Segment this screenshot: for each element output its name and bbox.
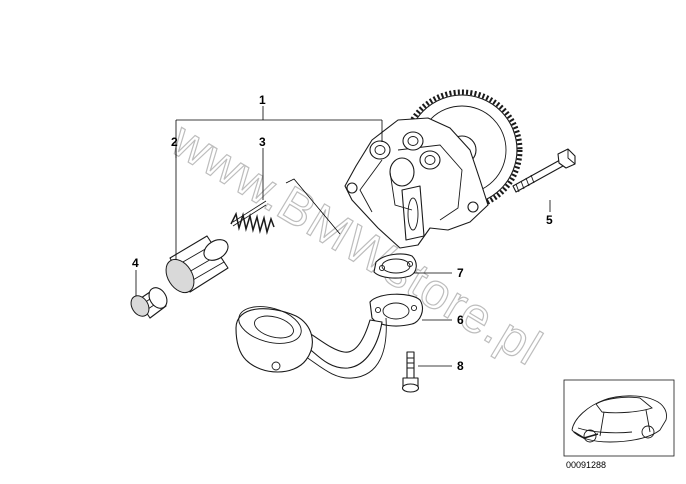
- callout-7: 7: [457, 266, 464, 280]
- hex-bolt-long[interactable]: [512, 148, 576, 193]
- vehicle-thumbnail: [563, 379, 675, 457]
- relief-valve-piston[interactable]: [160, 235, 232, 297]
- gasket[interactable]: [373, 253, 417, 279]
- callout-4: 4: [132, 256, 139, 270]
- callout-8: 8: [457, 359, 464, 373]
- pressure-spring[interactable]: [230, 200, 275, 235]
- screw-plug[interactable]: [127, 284, 170, 319]
- callout-1: 1: [259, 93, 266, 107]
- callout-5: 5: [546, 213, 553, 227]
- diagram-number: 00091288: [566, 460, 606, 470]
- leader-lines: [135, 106, 551, 367]
- oil-pump-assembly[interactable]: [344, 89, 523, 249]
- hex-bolt-short[interactable]: [401, 351, 420, 393]
- callout-3: 3: [259, 135, 266, 149]
- callout-2: 2: [171, 135, 178, 149]
- suction-pipe[interactable]: [235, 293, 423, 379]
- callout-labels: 1 2 3 4 5 6 7 8: [132, 93, 553, 373]
- callout-6: 6: [457, 313, 464, 327]
